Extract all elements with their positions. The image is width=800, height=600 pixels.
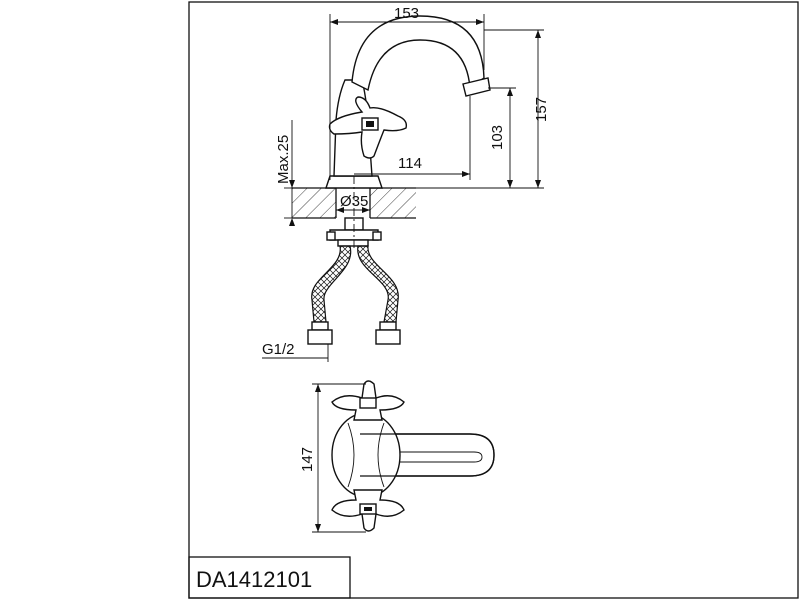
model-number: DA1412101 [196, 567, 312, 592]
svg-text:153: 153 [394, 5, 419, 22]
svg-text:103: 103 [489, 125, 506, 150]
hose-nut-right [375, 329, 401, 345]
cross-handle-side [328, 96, 408, 159]
side-view [292, 15, 491, 345]
dimension-thread: G1/2 [262, 341, 329, 362]
svg-text:Ø35: Ø35 [340, 193, 368, 210]
dimension-153: 153 [329, 5, 485, 180]
title-block [188, 556, 351, 599]
hose-left [311, 245, 352, 323]
aerator [462, 77, 491, 97]
dimension-103: 103 [488, 87, 516, 188]
drawing-frame [188, 1, 799, 599]
svg-text:114: 114 [398, 155, 422, 172]
svg-text:G1/2: G1/2 [262, 341, 295, 358]
dimension-147: 147 [299, 383, 366, 533]
dimension-diameter-35: Ø35 [336, 193, 370, 213]
top-view [331, 380, 495, 532]
hose-right [357, 245, 399, 323]
dimension-157: 157 [416, 29, 550, 189]
dimension-max-25: Max.25 [275, 120, 300, 226]
svg-text:Max.25: Max.25 [275, 135, 292, 184]
svg-text:147: 147 [299, 447, 316, 472]
cross-handle-top [331, 380, 405, 421]
dimension-114: 114 [354, 96, 471, 180]
svg-text:157: 157 [533, 97, 550, 122]
body-plan [331, 412, 401, 498]
hose-nut-left [307, 329, 333, 345]
cross-handle-bottom [331, 489, 405, 532]
faucet-spout [351, 15, 485, 92]
